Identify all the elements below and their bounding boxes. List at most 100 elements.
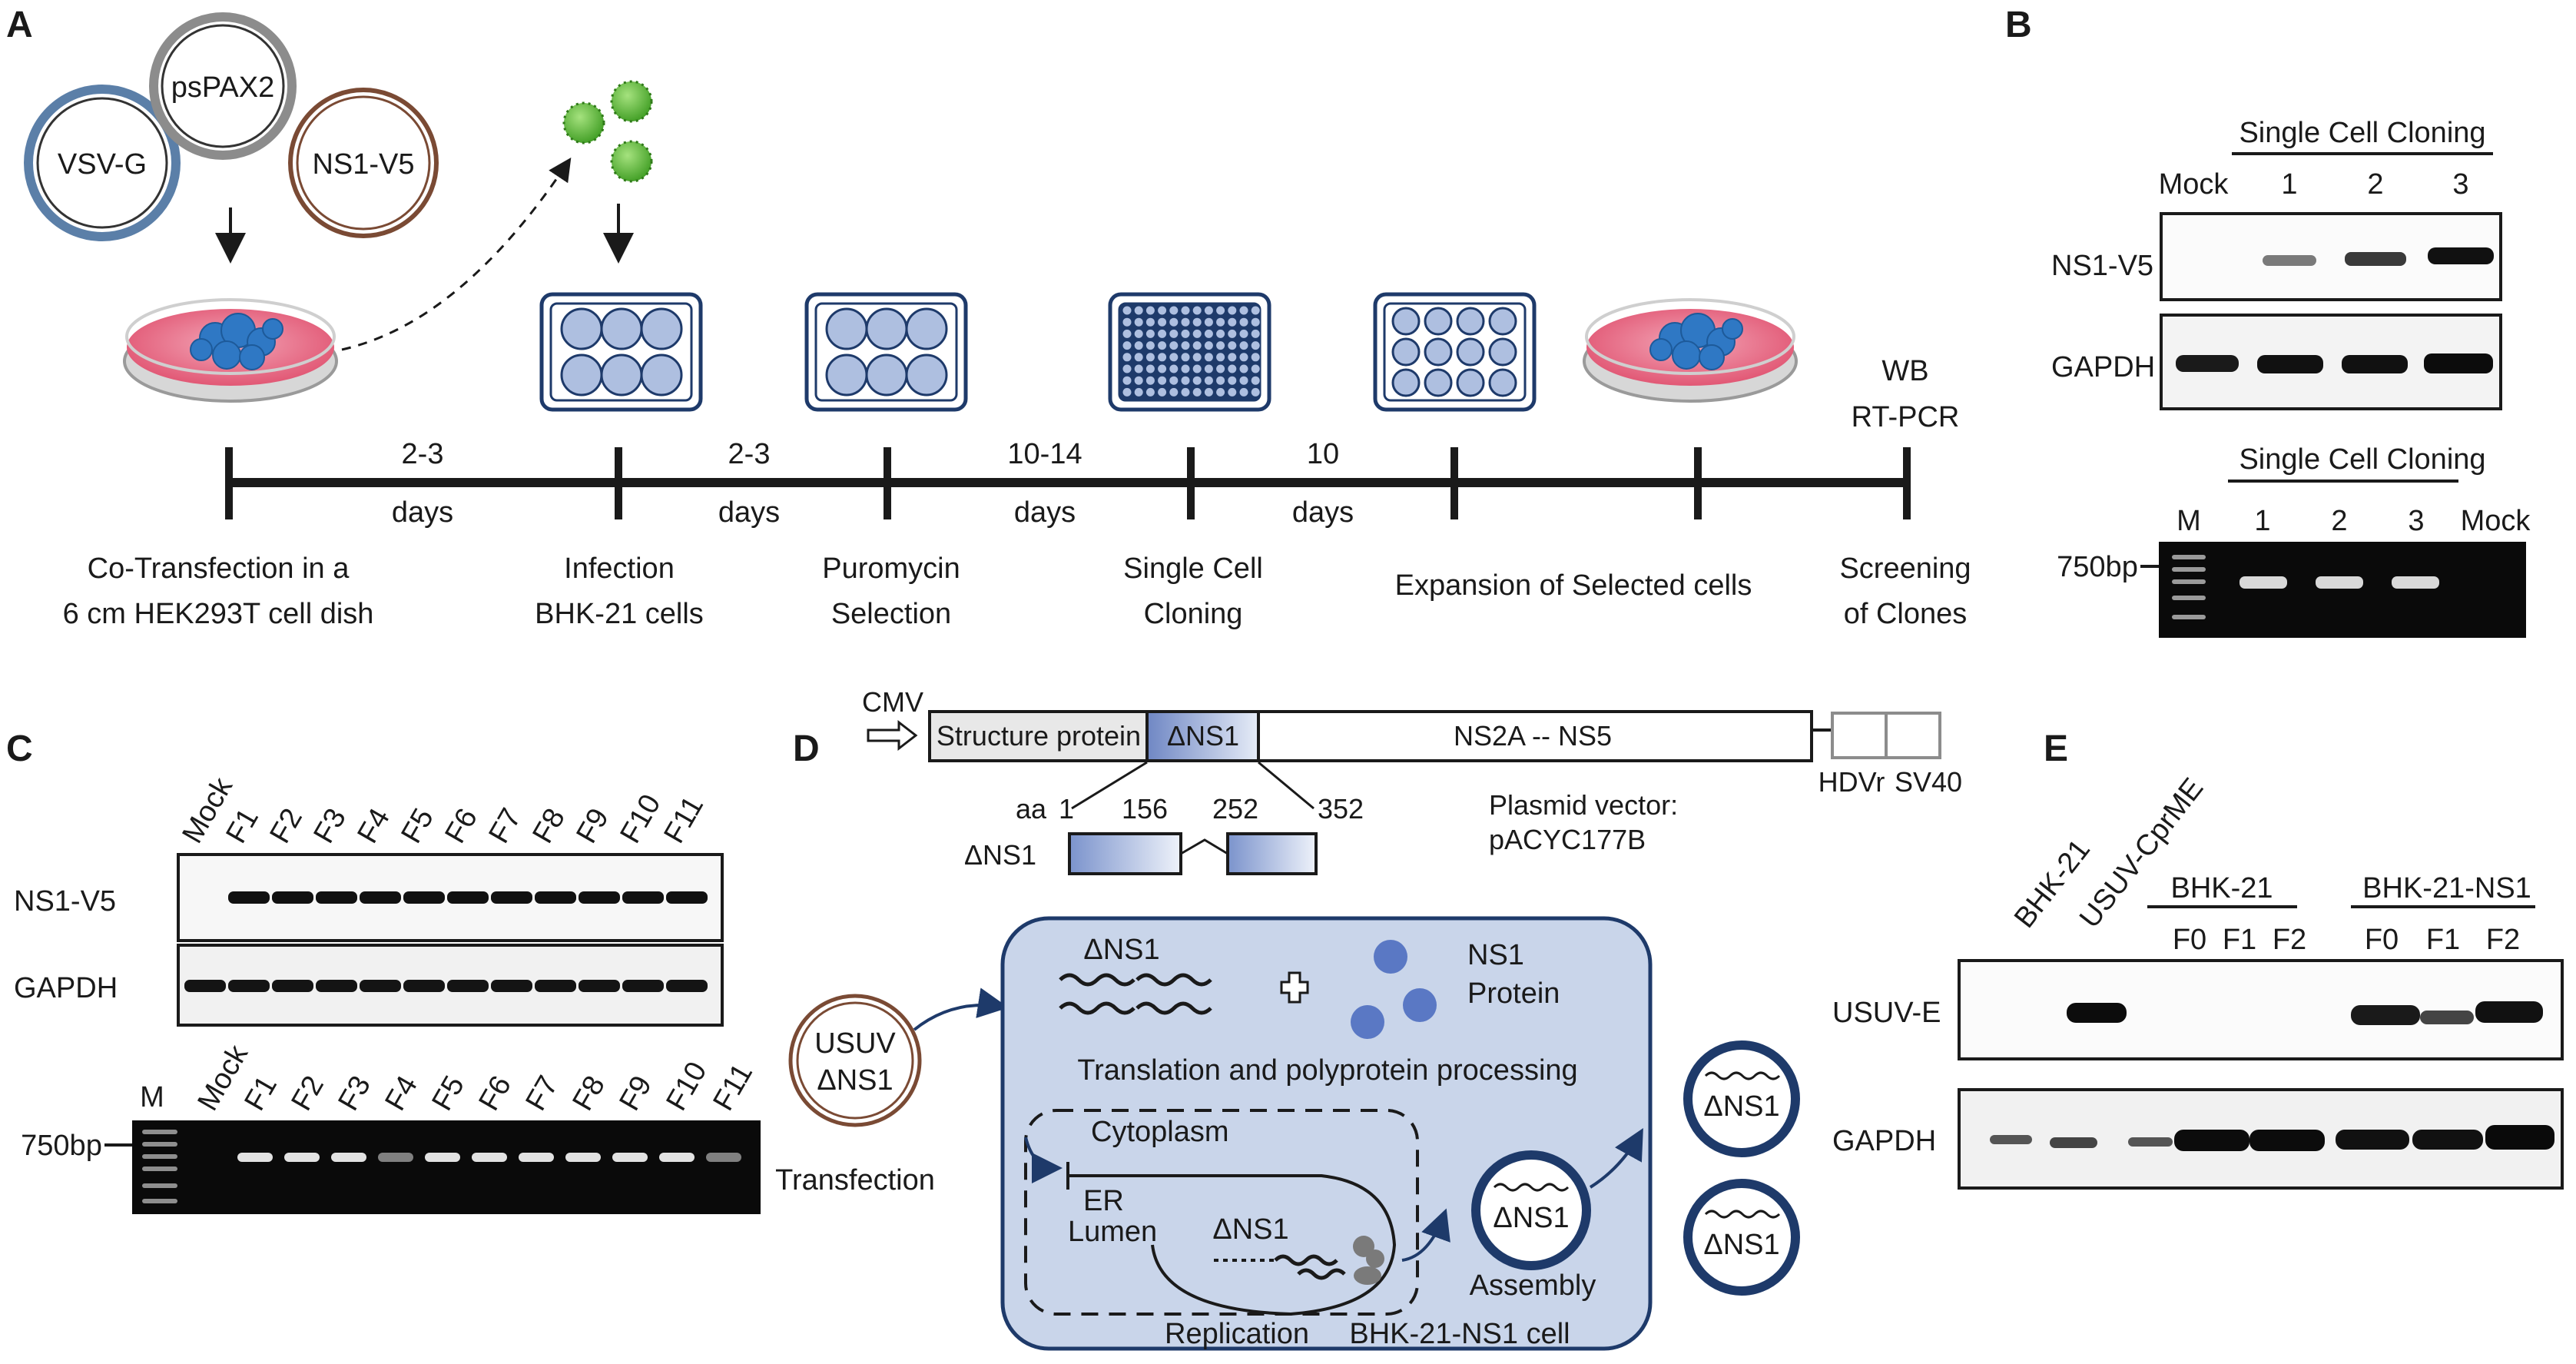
- panel-label-c: C: [6, 728, 33, 769]
- c-pcr-lane-label: F8: [566, 1070, 612, 1116]
- well: [1239, 317, 1248, 327]
- pcr-lane-3: 3: [2408, 505, 2424, 537]
- panel-d: D CMV Structure protein ΔNS1 NS2A -- NS5…: [775, 686, 1962, 1351]
- band: [535, 980, 576, 992]
- panel-label-a: A: [6, 5, 33, 45]
- well: [1122, 353, 1132, 362]
- plate-6-well-selection: [804, 292, 968, 412]
- well: [1228, 329, 1237, 338]
- band: [272, 980, 313, 992]
- replication-rna-label: ΔNS1: [1212, 1213, 1288, 1246]
- c-wb-lane-label: F2: [264, 803, 309, 848]
- well: [1169, 364, 1179, 373]
- pcr-lane-mock: Mock: [2461, 505, 2531, 537]
- e-row-usuve: USUV-E: [1832, 997, 1941, 1029]
- plate-96-well-cloning: [1108, 292, 1271, 412]
- segment-ns2a-ns5: [1257, 710, 1813, 762]
- e-g2-f2: F2: [2486, 924, 2520, 956]
- well: [1251, 341, 1260, 350]
- panel-label-b: B: [2005, 5, 2032, 45]
- band: [378, 1153, 413, 1162]
- well: [1181, 341, 1190, 350]
- dish-icon: [123, 298, 338, 403]
- well: [1216, 387, 1225, 397]
- protein-line-1: NS1: [1467, 939, 1524, 971]
- well: [1134, 376, 1143, 385]
- well: [1251, 306, 1260, 315]
- aa-352: 352: [1318, 793, 1364, 825]
- well: [1122, 364, 1132, 373]
- plus-icon: [1280, 971, 1309, 1004]
- c-wb-lane-label: F7: [482, 803, 528, 848]
- well: [1239, 329, 1248, 338]
- deletion-part-1: [1068, 832, 1182, 875]
- step-4-line-1: Single Cell: [1123, 553, 1263, 585]
- well: [1158, 364, 1167, 373]
- transfection-label: Transfection: [775, 1164, 935, 1196]
- c-pcr-lane-label: F6: [472, 1070, 518, 1116]
- e-group-2: BHK-21-NS1: [2362, 872, 2531, 904]
- band: [360, 980, 401, 992]
- dish-icon-expanded: [1583, 298, 1798, 403]
- well: [1204, 306, 1213, 315]
- c-pcr-lane-label: F1: [238, 1070, 283, 1116]
- gel-b: [2159, 542, 2526, 638]
- c-wb-lane-label: F4: [351, 803, 396, 848]
- band: [228, 980, 270, 992]
- aa-252: 252: [1212, 793, 1258, 825]
- well: [1145, 306, 1155, 315]
- wb-lane-3: 3: [2452, 168, 2468, 201]
- well: [1192, 306, 1202, 315]
- well: [1251, 329, 1260, 338]
- band: [579, 891, 620, 904]
- assembly-label: Assembly: [1470, 1269, 1596, 1302]
- well: [1145, 364, 1155, 373]
- well: [1169, 306, 1179, 315]
- released-virion-1-label: ΔNS1: [1703, 1090, 1779, 1123]
- step-3-line-2: Selection: [831, 598, 951, 630]
- well: [1158, 317, 1167, 327]
- band: [403, 980, 445, 992]
- band: [316, 980, 357, 992]
- c-wb-lane-label: F9: [570, 803, 615, 848]
- band: [237, 1153, 273, 1162]
- well: [1181, 329, 1190, 338]
- band: [666, 891, 708, 904]
- band: [666, 980, 708, 992]
- duration-2-unit: days: [718, 496, 780, 529]
- well: [1239, 387, 1248, 397]
- band: [706, 1153, 741, 1162]
- well: [1134, 329, 1143, 338]
- ns1-protein-icon: [1351, 940, 1437, 1039]
- well: [1181, 376, 1190, 385]
- well: [1145, 329, 1155, 338]
- step-6-line-1: Screening: [1839, 553, 1971, 585]
- well: [1204, 387, 1213, 397]
- well: [1158, 387, 1167, 397]
- well: [1181, 306, 1190, 315]
- well: [1251, 387, 1260, 397]
- well: [1169, 341, 1179, 350]
- well: [1122, 341, 1132, 350]
- well: [1158, 329, 1167, 338]
- replication-label: Replication: [1165, 1318, 1309, 1350]
- well: [1145, 353, 1155, 362]
- promoter-arrow-icon: [867, 719, 918, 752]
- translation-label: Translation and polyprotein processing: [1077, 1054, 1577, 1087]
- band: [425, 1153, 460, 1162]
- released-virion-2-label: ΔNS1: [1703, 1229, 1779, 1261]
- step-3-line-1: Puromycin: [822, 553, 960, 585]
- c-wb-lane-label: F6: [439, 803, 484, 848]
- band: [659, 1153, 695, 1162]
- well: [1181, 317, 1190, 327]
- deletion-part-2: [1226, 832, 1318, 875]
- e-g1-f1: F1: [2223, 924, 2256, 956]
- duration-1: 2-3: [402, 438, 444, 470]
- plate-6-well-infection: [539, 292, 703, 412]
- step-1-line-1: Co-Transfection in a: [88, 553, 350, 585]
- band: [184, 980, 226, 992]
- c-pcr-lane-label: F2: [285, 1070, 330, 1116]
- well: [1169, 353, 1179, 362]
- well: [1192, 317, 1202, 327]
- duration-4: 10: [1307, 438, 1339, 470]
